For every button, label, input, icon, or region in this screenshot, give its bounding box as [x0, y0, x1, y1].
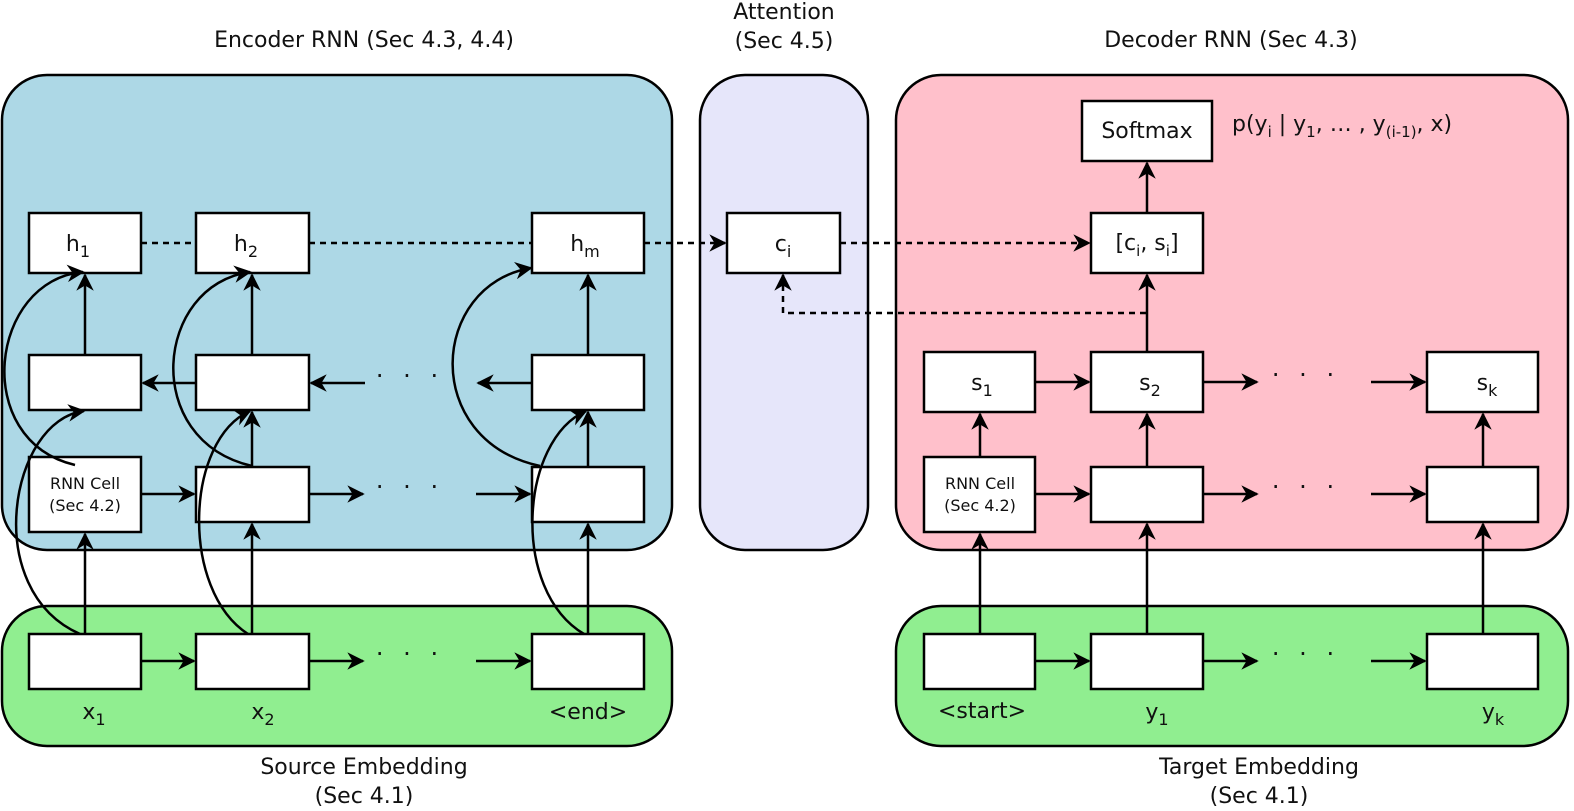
attention-context-label: ci [775, 232, 792, 261]
encoder-curve-fm-hm [451, 262, 541, 468]
encoder-backward-cell-2 [194, 353, 311, 412]
source-x1-label: x1 [82, 700, 105, 729]
encoder-curve-f1-h1 [3, 264, 85, 467]
decoder-title: Decoder RNN (Sec 4.3) [1104, 28, 1358, 53]
source-embed-box-2 [194, 632, 311, 691]
target-ellipsis: · · · [1272, 640, 1340, 668]
decoder-rnn-cell-label-line1: RNN Cell [945, 474, 1015, 493]
source-end-label: <end> [549, 700, 627, 725]
source-curve-2-backward-2 [197, 409, 252, 636]
encoder-h1-box [27, 211, 143, 275]
encoder-hm-label: hm [570, 232, 600, 261]
encoder-h2-label: h2 [234, 232, 258, 261]
encoder-forward-cell-2 [194, 465, 311, 524]
attention-title-line1: Attention [733, 0, 835, 25]
target-embed-box-start [922, 632, 1037, 691]
encoder-backward-cell-m [530, 353, 646, 412]
concat-label: [ci, si] [1115, 231, 1178, 260]
target-y1-label: y1 [1145, 700, 1168, 729]
decoder-rnn-cell-label-line2: (Sec 4.2) [944, 496, 1016, 515]
decoder-cell-ellipsis: · · · [1272, 473, 1340, 501]
encoder-backward-ellipsis: · · · [376, 362, 444, 390]
decoder-sk-box [1425, 350, 1540, 414]
target-embed-box-1 [1089, 632, 1205, 691]
target-start-label: <start> [938, 699, 1026, 724]
encoder-h1-label: h1 [66, 232, 90, 261]
decoder-s2-box [1089, 350, 1205, 414]
decoder-s2-label: s2 [1139, 371, 1161, 400]
target-yk-label: yk [1482, 700, 1505, 729]
encoder-forward-cell-m [530, 465, 646, 524]
source-ellipsis: · · · [376, 640, 444, 668]
decoder-s-ellipsis: · · · [1272, 361, 1340, 389]
source-embed-box-end [530, 632, 646, 691]
source-embed-box-1 [27, 632, 143, 691]
source-x2-label: x2 [251, 700, 274, 729]
encoder-title: Encoder RNN (Sec 4.3, 4.4) [214, 28, 514, 53]
target-embedding-title-line1: Target Embedding [1158, 755, 1359, 780]
decoder-state-to-context-dashed-arrow [774, 273, 1146, 315]
encoder-rnn-cell-label-line1: RNN Cell [50, 474, 120, 493]
softmax-box [1080, 99, 1214, 163]
softmax-label: Softmax [1101, 119, 1192, 144]
decoder-region [894, 73, 1570, 552]
encoder-hm-box [530, 211, 646, 275]
source-embedding-region [0, 604, 674, 748]
encoder-region [0, 73, 674, 552]
decoder-rnn-cell-box [922, 455, 1037, 534]
attention-context-box [725, 211, 842, 275]
decoder-cell-k [1425, 465, 1540, 524]
encoder-backward-cell-1 [27, 353, 143, 412]
target-embed-box-k [1425, 632, 1540, 691]
attention-title-line2: (Sec 4.5) [735, 29, 834, 54]
output-probability-label: p(yi | y1, … , y(i-1), x) [1232, 112, 1452, 141]
encoder-rnn-cell-box [27, 455, 143, 534]
source-embedding-title-line2: (Sec 4.1) [315, 784, 414, 809]
source-embedding-title-line1: Source Embedding [260, 755, 467, 780]
source-curve-1-backward-1 [15, 404, 86, 636]
encoder-forward-ellipsis: · · · [376, 473, 444, 501]
decoder-s1-label: s1 [971, 371, 993, 400]
decoder-s1-box [922, 350, 1037, 414]
decoder-sk-label: sk [1477, 371, 1498, 400]
concat-box [1089, 211, 1205, 275]
target-embedding-title-line2: (Sec 4.1) [1210, 784, 1309, 809]
decoder-cell-2 [1089, 465, 1205, 524]
source-curve-end-backward-m [531, 409, 588, 636]
target-embedding-region [894, 604, 1570, 748]
encoder-rnn-cell-label-line2: (Sec 4.2) [49, 496, 121, 515]
